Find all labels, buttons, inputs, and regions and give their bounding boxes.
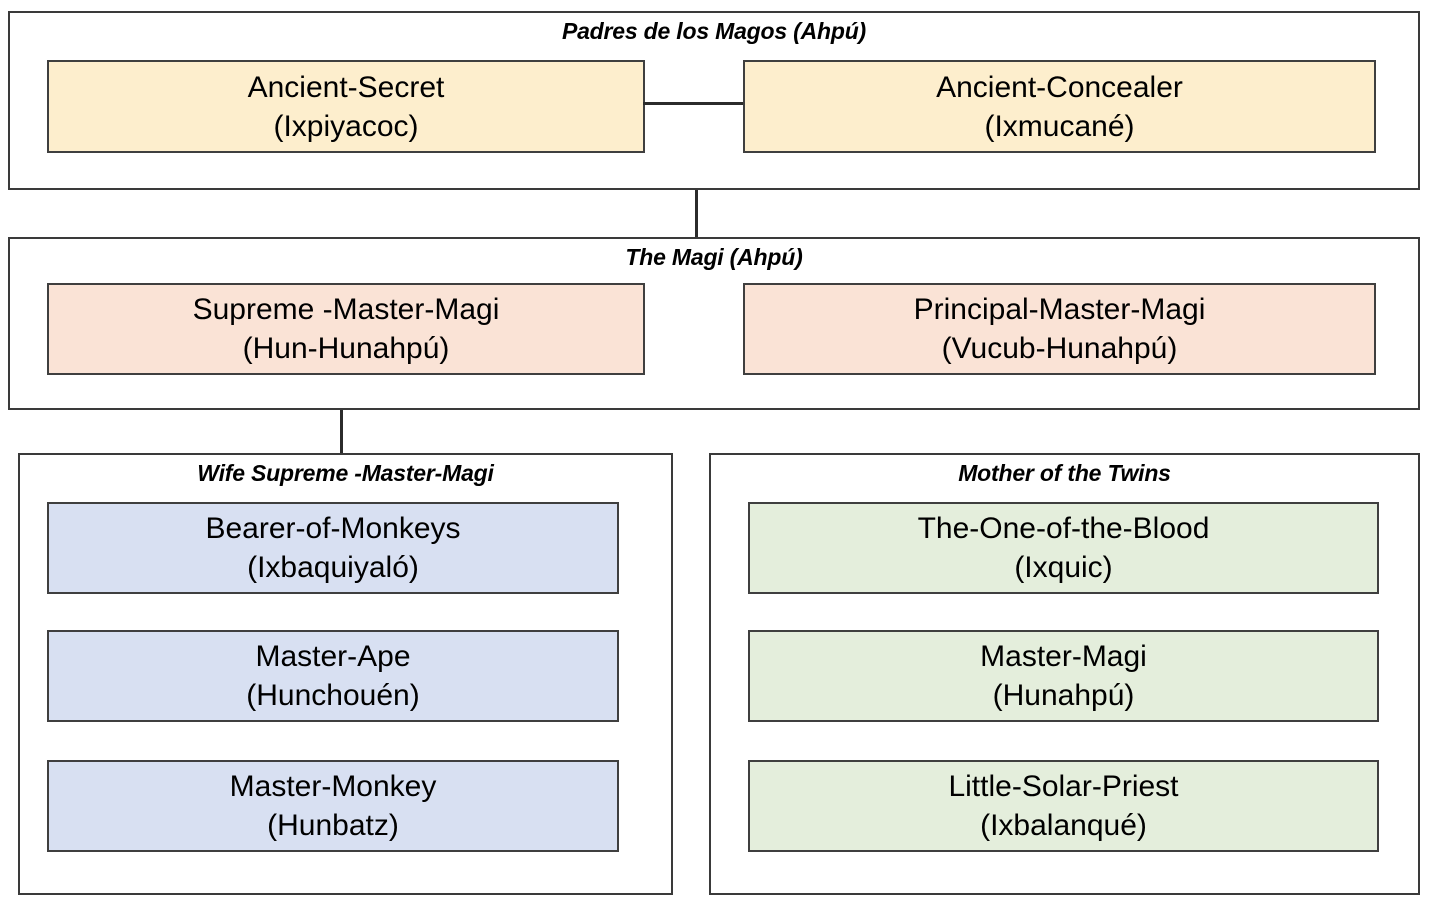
node-name: Ancient-Concealer xyxy=(936,70,1183,104)
node-master-monkey[interactable]: Master-Monkey (Hunbatz) xyxy=(47,760,619,852)
node-principal-master-magi[interactable]: Principal-Master-Magi (Vucub-Hunahpú) xyxy=(743,283,1376,375)
node-alias: (Ixmucané) xyxy=(984,109,1135,143)
node-name: Bearer-of-Monkeys xyxy=(205,512,461,545)
group-padres-de-los-magos: Padres de los Magos (Ahpú) Ancient-Secre… xyxy=(8,11,1420,190)
node-bearer-of-monkeys[interactable]: Bearer-of-Monkeys (Ixbaquiyaló) xyxy=(47,502,619,594)
node-supreme-master-magi[interactable]: Supreme -Master-Magi (Hun-Hunahpú) xyxy=(47,283,645,375)
node-name: Master-Magi xyxy=(980,640,1147,673)
group-title-the-magi: The Magi (Ahpú) xyxy=(625,244,803,270)
node-alias: (Ixbalanqué) xyxy=(980,809,1147,842)
node-name: Master-Ape xyxy=(255,640,411,673)
node-name: Principal-Master-Magi xyxy=(913,293,1206,326)
node-name: Ancient-Secret xyxy=(247,70,445,104)
node-alias: (Hunahpú) xyxy=(992,679,1135,712)
node-name: Master-Monkey xyxy=(229,770,437,803)
node-name: Supreme -Master-Magi xyxy=(192,293,500,326)
node-alias: (Hun-Hunahpú) xyxy=(242,332,450,365)
node-ancient-concealer[interactable]: Ancient-Concealer (Ixmucané) xyxy=(743,60,1376,153)
connector-spouse-ancient-pair xyxy=(643,102,743,105)
group-title-wife-supreme-master-magi: Wife Supreme -Master-Magi xyxy=(197,460,494,486)
node-alias: (Ixquic) xyxy=(1014,551,1113,584)
group-the-magi: The Magi (Ahpú) Supreme -Master-Magi (Hu… xyxy=(8,237,1420,410)
node-alias: (Vucub-Hunahpú) xyxy=(941,332,1178,365)
node-the-one-of-the-blood[interactable]: The-One-of-the-Blood (Ixquic) xyxy=(748,502,1379,594)
node-alias: (Hunchouén) xyxy=(246,679,420,712)
node-little-solar-priest[interactable]: Little-Solar-Priest (Ixbalanqué) xyxy=(748,760,1379,852)
node-master-ape[interactable]: Master-Ape (Hunchouén) xyxy=(47,630,619,722)
connector-generation-1-to-2 xyxy=(695,190,698,237)
group-wife-supreme-master-magi: Wife Supreme -Master-Magi Bearer-of-Monk… xyxy=(18,453,673,895)
node-alias: (Hunbatz) xyxy=(267,809,399,842)
node-name: Little-Solar-Priest xyxy=(948,770,1179,803)
node-master-magi[interactable]: Master-Magi (Hunahpú) xyxy=(748,630,1379,722)
node-name: The-One-of-the-Blood xyxy=(917,512,1210,545)
group-title-mother-of-the-twins: Mother of the Twins xyxy=(958,460,1171,486)
node-ancient-secret[interactable]: Ancient-Secret (Ixpiyacoc) xyxy=(47,60,645,153)
node-alias: (Ixpiyacoc) xyxy=(273,109,419,143)
connector-generation-2-to-3 xyxy=(340,410,343,453)
node-alias: (Ixbaquiyaló) xyxy=(247,551,419,584)
group-mother-of-the-twins: Mother of the Twins The-One-of-the-Blood… xyxy=(709,453,1420,895)
group-title-padres-de-los-magos: Padres de los Magos (Ahpú) xyxy=(561,18,867,44)
